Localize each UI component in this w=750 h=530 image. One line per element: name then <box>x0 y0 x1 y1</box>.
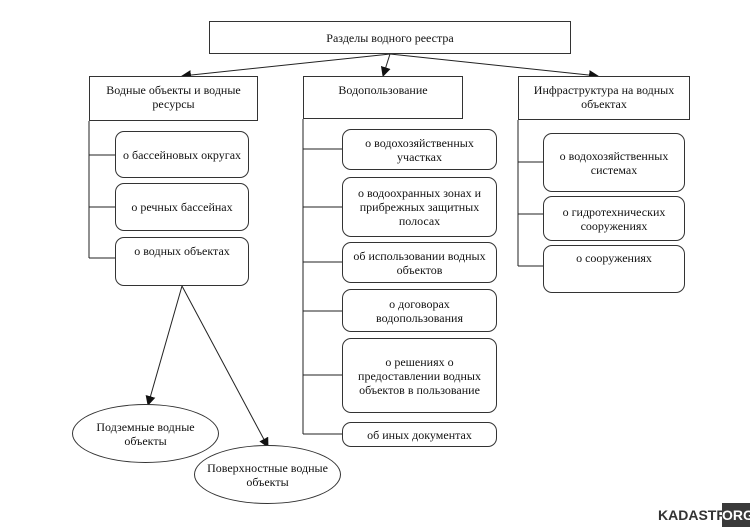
item-water-management-systems: о водохозяйственных системах <box>543 133 685 192</box>
item-decisions-on-provision: о решениях о предоставлении водных объек… <box>342 338 497 413</box>
item-label: о водохозяйственных участках <box>365 135 474 164</box>
item-label: о сооружениях <box>576 251 652 265</box>
section-infrastructure-header: Инфраструктура на водных объектах <box>518 76 690 120</box>
section-title: Водопользование <box>338 83 428 97</box>
item-label: о речных бассейнах <box>131 200 233 214</box>
root-label: Разделы водного реестра <box>326 30 454 45</box>
item-label: о бассейновых округах <box>122 147 242 162</box>
item-label: об использовании водных объектов <box>353 248 486 277</box>
section-title: Инфраструктура на водных объектах <box>533 83 675 111</box>
root-box: Разделы водного реестра <box>209 21 571 54</box>
item-water-objects: о водных объектах <box>115 237 249 286</box>
kadastr-org-watermark: KADASTR ORG <box>658 503 750 527</box>
item-water-protection-zones: о водоохранных зонах и прибрежных защитн… <box>342 177 497 237</box>
section-water-objects-header: Водные объекты и водные ресурсы <box>89 76 258 121</box>
watermark-part1: KADASTR <box>658 503 726 527</box>
section-title: Водные объекты и водные ресурсы <box>106 83 241 111</box>
item-label: о водных объектах <box>134 244 230 258</box>
item-use-of-water-objects: об использовании водных объектов <box>342 242 497 283</box>
item-label: о договорах водопользования <box>376 296 463 325</box>
item-water-management-areas: о водохозяйственных участках <box>342 129 497 170</box>
watermark-part2: ORG <box>722 503 750 527</box>
ellipse-underground-water-objects: Подземные водные объекты <box>72 404 219 463</box>
ellipse-label: Поверхностные водные объекты <box>207 460 328 489</box>
ellipse-label: Подземные водные объекты <box>96 419 195 448</box>
item-hydraulic-structures: о гидротехнических сооружениях <box>543 196 685 241</box>
item-water-use-contracts: о договорах водопользования <box>342 289 497 332</box>
item-structures: о сооружениях <box>543 245 685 293</box>
item-label: об иных документах <box>367 427 472 442</box>
item-label: о решениях о предоставлении водных объек… <box>358 354 481 397</box>
item-river-basins: о речных бассейнах <box>115 183 249 231</box>
item-label: о гидротехнических сооружениях <box>562 204 666 233</box>
item-label: о водохозяйственных системах <box>559 148 669 177</box>
item-label: о водоохранных зонах и прибрежных защитн… <box>357 186 482 228</box>
item-other-documents: об иных документах <box>342 422 497 447</box>
item-basin-districts: о бассейновых округах <box>115 131 249 178</box>
ellipse-surface-water-objects: Поверхностные водные объекты <box>194 445 341 504</box>
section-water-use-header: Водопользование <box>303 76 463 119</box>
